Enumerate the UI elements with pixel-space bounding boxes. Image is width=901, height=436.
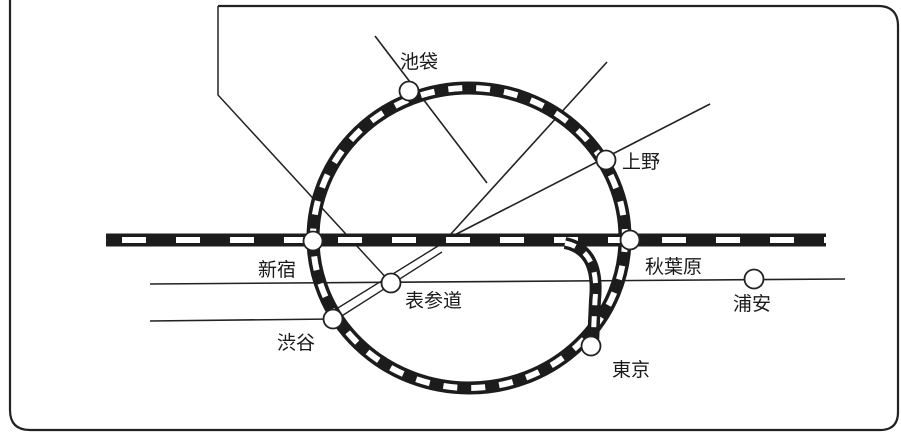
plain-lines bbox=[149, 35, 846, 322]
label-shibuya: 渋谷 bbox=[277, 332, 315, 354]
station-ikebukuro[interactable] bbox=[398, 80, 420, 102]
line-omotesando-urayasu bbox=[149, 278, 846, 285]
line-shibuya-west bbox=[149, 318, 334, 322]
label-shinjuku: 新宿 bbox=[258, 259, 296, 281]
label-urayasu: 浦安 bbox=[733, 293, 771, 315]
label-tokyo: 東京 bbox=[612, 359, 650, 381]
label-akihabara: 秋葉原 bbox=[645, 256, 702, 278]
label-ikebukuro: 池袋 bbox=[400, 51, 438, 73]
line-ueno-branch bbox=[436, 103, 711, 245]
station-omotesando[interactable] bbox=[380, 272, 402, 294]
label-ueno: 上野 bbox=[622, 151, 660, 173]
station-shibuya[interactable] bbox=[322, 308, 344, 330]
station-urayasu[interactable] bbox=[743, 268, 765, 290]
line-upper-right bbox=[439, 61, 608, 247]
leader-line bbox=[217, 6, 391, 283]
tokyo-branch-rail bbox=[563, 237, 602, 345]
stations bbox=[302, 80, 765, 357]
station-tokyo[interactable] bbox=[580, 335, 602, 357]
station-akihabara[interactable] bbox=[619, 229, 641, 251]
label-omotesando: 表参道 bbox=[405, 290, 462, 312]
station-shinjuku[interactable] bbox=[302, 230, 324, 252]
map-frame bbox=[8, 0, 900, 432]
line-ikebukuro-branch bbox=[374, 35, 488, 184]
station-ueno[interactable] bbox=[595, 149, 617, 171]
